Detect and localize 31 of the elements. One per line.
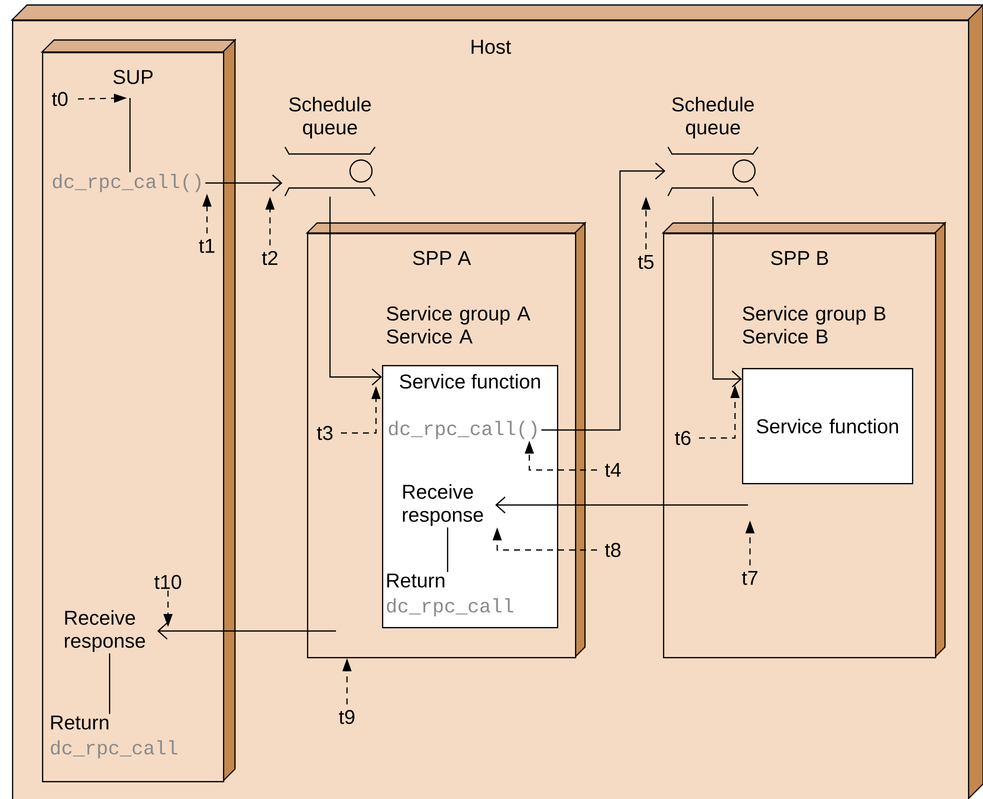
time-label: t8 [604,542,620,558]
time-label: t1 [198,239,214,253]
arrow [329,196,382,386]
connector-line [109,653,110,714]
return-text: Return dc_rpc_call [386,574,514,616]
arrow [157,622,336,640]
connector-line [447,527,448,572]
return-text: Return dc_rpc_call [50,716,178,758]
arrow [541,162,666,431]
arrow [712,196,742,388]
function-box: Service function [742,368,914,484]
time-label: t5 [638,255,654,269]
time-label: t3 [316,426,332,440]
code-text: dc_rpc_call() [52,174,200,192]
time-label: t7 [742,571,758,585]
step-text: Receive response [64,610,145,652]
step-text: Receive response [402,484,483,526]
time-label: t2 [262,250,278,266]
arrow [495,496,748,514]
time-label: t6 [674,430,690,446]
arrow [205,174,282,192]
schedule-queue: Schedule queue [667,96,759,196]
time-label: t4 [604,463,621,477]
code-text: dc_rpc_call() [388,420,536,440]
time-label: t9 [338,710,354,724]
connector-line [129,98,131,172]
time-label: t10 [154,574,182,590]
node-label: Schedule queue [289,96,371,138]
schedule-queue: Schedule queue [284,96,376,196]
node-label: Schedule queue [672,96,754,138]
time-label: t0 [52,92,68,106]
